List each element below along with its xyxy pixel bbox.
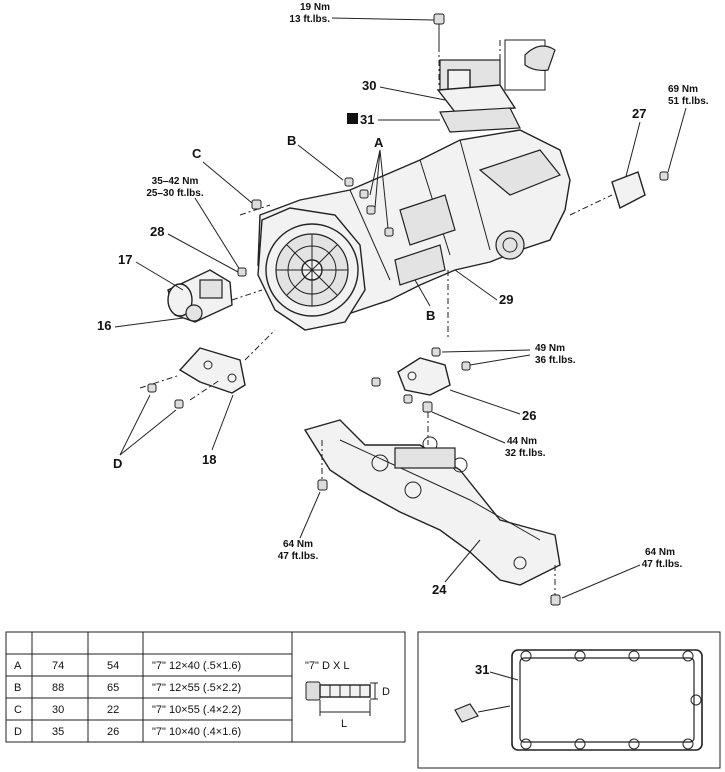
row-c-ftlbs: 22: [107, 704, 119, 716]
torque-25-30-ftlbs: 25–30 ft.lbs.: [146, 188, 203, 199]
callout-18: 18: [202, 452, 216, 467]
callout-29: 29: [499, 292, 513, 307]
bolts-a: [344, 177, 394, 237]
bolt-64-b: [550, 594, 561, 606]
bolt-28: [237, 267, 247, 277]
callout-24: 24: [432, 582, 447, 597]
bolt-44: [422, 401, 433, 413]
row-c-nm: 30: [52, 704, 64, 716]
torque-47-ftlbs-a: 47 ft.lbs.: [278, 551, 319, 562]
callout-30: 30: [362, 78, 376, 93]
row-b-size: "7" 12×55 (.5×2.2): [152, 682, 241, 694]
torque-47-ftlbs-b: 47 ft.lbs.: [642, 559, 683, 570]
torque-69-nm: 69 Nm: [668, 84, 698, 95]
torque-44-nm: 44 Nm: [507, 436, 537, 447]
callout-27: 27: [632, 106, 646, 121]
bolt-49-b: [461, 361, 471, 371]
bolt-c: [251, 199, 262, 210]
top-bolt: [433, 13, 445, 46]
row-b-nm: 88: [52, 682, 64, 694]
row-b-label: B: [14, 682, 21, 694]
dimension-l-label: L: [341, 718, 347, 730]
shift-lever-assembly: [436, 39, 556, 113]
bell-housing: [257, 207, 366, 331]
callout-d: D: [113, 456, 122, 471]
extension-mount-27: [611, 171, 646, 210]
torque-64-nm-b: 64 Nm: [645, 547, 675, 558]
torque-51-ftlbs: 51 ft.lbs.: [668, 96, 709, 107]
bracket-18: [178, 347, 246, 394]
callout-b-upper: B: [287, 133, 296, 148]
dimension-d-label: D: [382, 686, 390, 698]
callout-c: C: [192, 146, 202, 161]
bolt-d-1: [147, 383, 157, 393]
bolt-49-a: [431, 347, 441, 357]
bolt-dimension-icon: [305, 681, 378, 716]
bolt-26-a: [371, 377, 381, 387]
row-a-nm: 74: [52, 660, 64, 672]
torque-36-ftlbs: 36 ft.lbs.: [535, 355, 576, 366]
mount-insulator-26: [397, 357, 451, 396]
callout-16: 16: [97, 318, 111, 333]
bolt-26-b: [403, 394, 413, 404]
callout-a: A: [374, 135, 384, 150]
row-d-ftlbs: 26: [107, 726, 119, 738]
bolt-69: [659, 171, 669, 181]
gasket-inset: [417, 631, 721, 769]
callout-26: 26: [522, 408, 536, 423]
row-a-label: A: [14, 660, 22, 672]
torque-32-ftlbs: 32 ft.lbs.: [505, 448, 546, 459]
torque-13-ftlbs: 13 ft.lbs.: [289, 14, 330, 25]
bolt-d-2: [174, 399, 184, 409]
bolt-legend: "7" D X L: [305, 660, 350, 672]
torque-49-nm: 49 Nm: [535, 343, 565, 354]
callout-31: 31: [360, 112, 374, 127]
callout-28: 28: [150, 224, 164, 239]
bolt-64-a: [317, 479, 328, 491]
torque-19-nm: 19 Nm: [300, 2, 330, 13]
row-a-size: "7" 12×40 (.5×1.6): [152, 660, 241, 672]
torque-35-42-nm: 35–42 Nm: [152, 176, 199, 187]
torque-64-nm-a: 64 Nm: [283, 539, 313, 550]
inset-callout-31: 31: [475, 662, 489, 677]
starter-motor: [167, 269, 233, 323]
crossmember-24: [303, 419, 561, 586]
row-d-nm: 35: [52, 726, 64, 738]
new-part-mark: [347, 113, 358, 124]
row-c-label: C: [14, 704, 22, 716]
callout-b-lower: B: [426, 308, 435, 323]
bolt-spec-table: A 74 54 "7" 12×40 (.5×1.6) B 88 65 "7" 1…: [5, 631, 406, 743]
row-c-size: "7" 10×55 (.4×2.2): [152, 704, 241, 716]
row-b-ftlbs: 65: [107, 682, 119, 694]
callout-17: 17: [118, 252, 132, 267]
row-d-label: D: [14, 726, 22, 738]
row-a-ftlbs: 54: [107, 660, 119, 672]
row-d-size: "7" 10×40 (.4×1.6): [152, 726, 241, 738]
gasket-31: [439, 107, 521, 133]
